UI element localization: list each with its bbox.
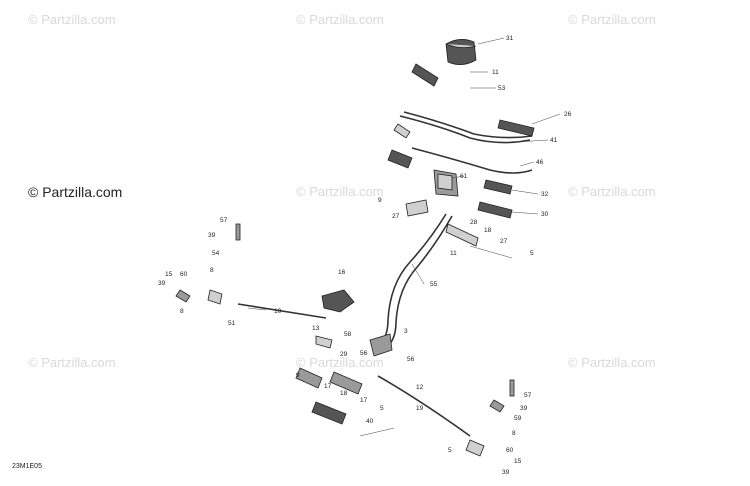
callout-label: 41 (550, 137, 558, 144)
bolt (235, 223, 241, 241)
callout-label: 54 (212, 250, 220, 257)
ball-joint-left (207, 289, 223, 305)
callout-label: 27 (500, 238, 508, 245)
callout-label: 5 (448, 447, 452, 454)
callout-label: 17 (324, 383, 332, 390)
cover-plate (321, 289, 355, 313)
callout-label: 39 (502, 469, 510, 476)
clamp-left (405, 199, 429, 217)
lower-bar (411, 147, 533, 174)
callout-label: 5 (380, 405, 384, 412)
watermark: © Partzilla.com (568, 184, 656, 199)
grip-right-lower (483, 179, 513, 195)
callout-label: 57 (524, 392, 532, 399)
watermark: © Partzilla.com (28, 355, 116, 370)
lower-link-a (295, 367, 323, 389)
steering-column (379, 213, 447, 345)
callout-label: 3 (404, 328, 408, 335)
callout-label: 9 (296, 372, 300, 379)
callout-label: 57 (220, 217, 228, 224)
callout-label: 53 (498, 85, 506, 92)
callout-label: 13 (312, 325, 320, 332)
bushing (315, 335, 333, 349)
callout-label: 32 (541, 191, 549, 198)
watermark: © Partzilla.com (568, 12, 656, 27)
callout-label: 56 (360, 350, 368, 357)
callout-label: 9 (378, 197, 382, 204)
riser-block (433, 169, 459, 197)
grip-right-bottom (477, 201, 513, 219)
callout-label: 31 (506, 35, 514, 42)
handlebar (399, 115, 531, 144)
handlebar-pad (445, 39, 477, 65)
callout-label: 51 (228, 320, 236, 327)
damper (311, 401, 347, 425)
callout-label: 56 (407, 356, 415, 363)
bolt (489, 399, 505, 413)
callout-label: 28 (470, 219, 478, 226)
callout-label: 8 (512, 430, 516, 437)
watermark: © Partzilla.com (28, 12, 116, 27)
callout-label: 8 (210, 267, 214, 274)
grip-right (497, 119, 535, 137)
ball-joint-right (465, 439, 485, 457)
grip-left-lower (387, 123, 413, 169)
callout-label: 16 (338, 269, 346, 276)
tie-rod-left (237, 303, 327, 319)
callout-label: 11 (492, 69, 499, 76)
callout-label: 10 (274, 308, 282, 315)
linkage-right (445, 223, 479, 247)
callout-label: 18 (340, 390, 348, 397)
callout-label: 18 (484, 227, 492, 234)
grip-left-upper (411, 63, 439, 87)
callout-label: 15 (165, 271, 173, 278)
callout-label: 39 (158, 280, 166, 287)
column-bracket (369, 333, 393, 357)
callout-label: 15 (514, 458, 522, 465)
watermark: © Partzilla.com (568, 355, 656, 370)
tie-rod-right (377, 375, 471, 437)
callout-label: 12 (416, 384, 424, 391)
callout-label: 55 (430, 281, 438, 288)
diagram-id: 23M1E05 (12, 463, 42, 470)
callout-label: 26 (564, 111, 572, 118)
callout-label: 40 (366, 418, 374, 425)
callout-label: 30 (541, 211, 549, 218)
callout-label: 59 (514, 415, 522, 422)
watermark: © Partzilla.com (296, 12, 384, 27)
callout-label: 17 (360, 397, 368, 404)
callout-label: 58 (344, 331, 352, 338)
callout-label: 29 (340, 351, 348, 358)
callout-label: 8 (180, 308, 184, 315)
callout-label: 60 (506, 447, 514, 454)
callout-label: 39 (208, 232, 216, 239)
callout-label: 5 (530, 250, 534, 257)
callout-label: 61 (460, 173, 468, 180)
bolt (509, 379, 515, 397)
callout-label: 60 (180, 271, 188, 278)
callout-label: 46 (536, 159, 544, 166)
watermark: © Partzilla.com (296, 184, 384, 199)
watermark-main: © Partzilla.com (28, 184, 123, 200)
lower-link-b (329, 371, 363, 395)
bolt (175, 289, 191, 303)
watermark: © Partzilla.com (296, 355, 384, 370)
callout-label: 39 (520, 405, 528, 412)
callout-label: 19 (416, 405, 424, 412)
callout-label: 27 (392, 213, 400, 220)
callout-label: 11 (450, 250, 457, 257)
